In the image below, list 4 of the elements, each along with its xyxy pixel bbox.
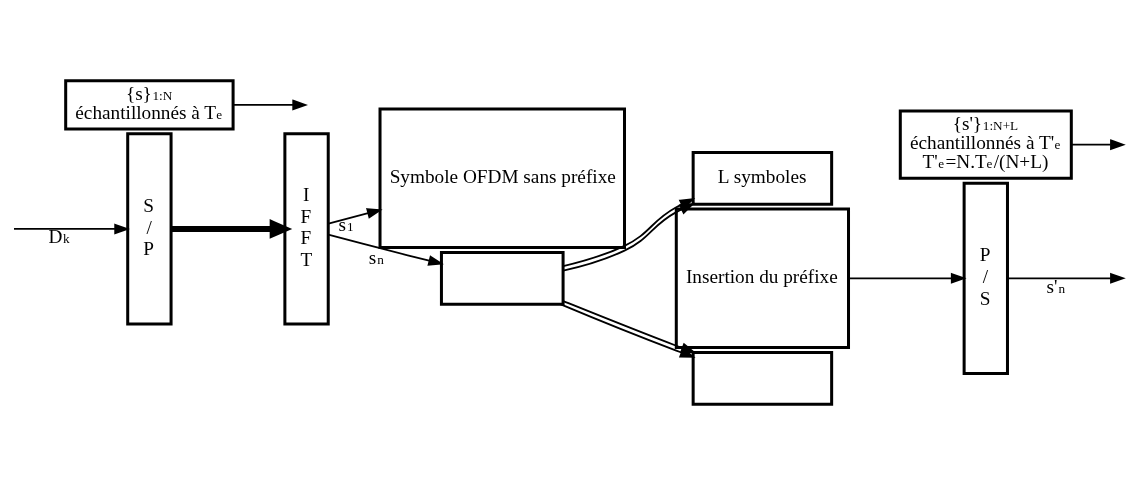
edge-label: sn xyxy=(368,246,384,268)
edge-label: Dk xyxy=(48,225,70,247)
edge-label: s1 xyxy=(338,213,354,235)
edge-label: s'n xyxy=(1046,275,1066,297)
